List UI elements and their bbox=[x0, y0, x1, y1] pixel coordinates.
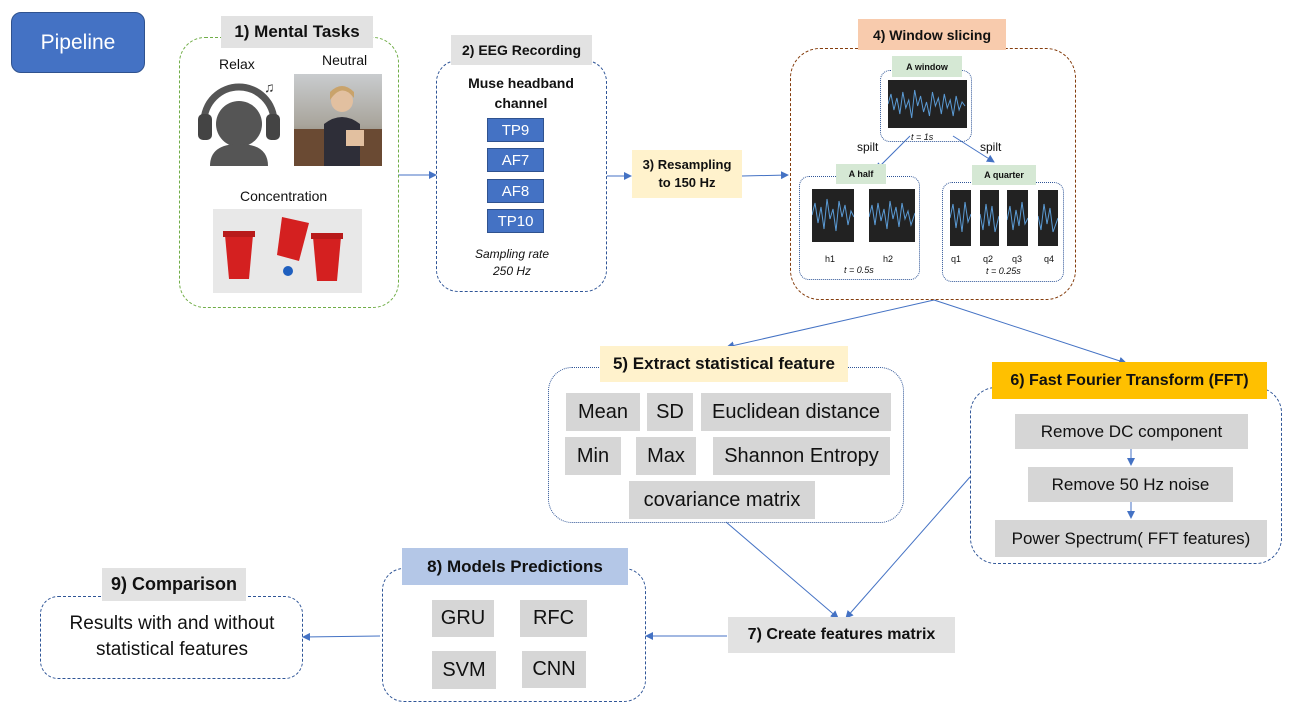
headband-label: Muse headband channel bbox=[468, 75, 574, 111]
model-rfc: RFC bbox=[520, 600, 587, 637]
half-label-h1: h1 bbox=[825, 254, 836, 264]
channel-af8: AF8 bbox=[487, 179, 544, 203]
feature-min: Min bbox=[565, 437, 621, 475]
model-gru: GRU bbox=[432, 600, 494, 637]
comparison-result: Results with and without statistical fea… bbox=[69, 613, 275, 660]
window-label: A window bbox=[892, 56, 962, 77]
half-signal-h1 bbox=[812, 189, 854, 242]
fft-step-remove-dc: Remove DC component bbox=[1015, 414, 1248, 449]
fft-step-power-spectrum: Power Spectrum( FFT features) bbox=[995, 520, 1267, 557]
arrow-window-to-quarter bbox=[952, 135, 995, 163]
feature-covariance-matrix: covariance matrix bbox=[629, 481, 815, 519]
statistical-feature-title: 5) Extract statistical feature bbox=[600, 346, 848, 382]
feature-sd: SD bbox=[647, 393, 693, 431]
pipeline-badge: Pipeline bbox=[11, 12, 145, 73]
pipeline-label: Pipeline bbox=[40, 30, 116, 54]
person-photo-icon bbox=[294, 86, 382, 166]
resampling-title: 3) Resampling to 150 Hz bbox=[642, 157, 732, 190]
fft-title: 6) Fast Fourier Transform (FFT) bbox=[992, 362, 1267, 399]
fft-step-remove-noise: Remove 50 Hz noise bbox=[1028, 467, 1233, 502]
arrow-statistical-to-matrix bbox=[725, 521, 839, 619]
quarter-label-q4: q4 bbox=[1044, 254, 1055, 264]
quarter-time: t = 0.25s bbox=[986, 266, 1021, 276]
channel-af7: AF7 bbox=[487, 148, 544, 172]
arrow-slicing-to-fft bbox=[933, 299, 1127, 365]
cups-and-ball-icon bbox=[223, 217, 343, 281]
models-title: 8) Models Predictions bbox=[402, 548, 628, 585]
relax-label: Relax bbox=[219, 56, 255, 72]
model-svm: SVM bbox=[432, 651, 496, 689]
features-matrix-box: 7) Create features matrix bbox=[728, 617, 955, 653]
quarter-signal-q4 bbox=[1038, 190, 1058, 246]
eeg-recording-title: 2) EEG Recording bbox=[451, 35, 592, 65]
window-signal bbox=[888, 80, 967, 128]
split-label-right: spilt bbox=[980, 140, 1002, 154]
neutral-image bbox=[294, 74, 382, 166]
quarter-label-q2: q2 bbox=[983, 254, 994, 264]
relax-image: ♫ bbox=[196, 74, 282, 166]
quarter-signal-q3 bbox=[1007, 190, 1028, 246]
comparison-title: 9) Comparison bbox=[102, 568, 246, 601]
quarter-signal-q2 bbox=[980, 190, 999, 246]
half-label-h2: h2 bbox=[883, 254, 894, 264]
model-cnn: CNN bbox=[522, 651, 586, 688]
neutral-label: Neutral bbox=[322, 52, 368, 68]
feature-euclidean-distance: Euclidean distance bbox=[701, 393, 891, 431]
channel-tp10: TP10 bbox=[487, 209, 544, 233]
arrow-models-to-comparison bbox=[302, 632, 381, 641]
window-slicing-title: 4) Window slicing bbox=[858, 19, 1006, 50]
feature-mean: Mean bbox=[566, 393, 640, 431]
sampling-rate-label: Sampling rate 250 Hz bbox=[474, 247, 550, 278]
resampling-box: 3) Resampling to 150 Hz bbox=[632, 150, 742, 198]
half-label: A half bbox=[836, 164, 886, 184]
arrow-slicing-to-statistical bbox=[726, 299, 935, 350]
half-time: t = 0.5s bbox=[844, 265, 874, 275]
quarter-label-q3: q3 bbox=[1012, 254, 1023, 264]
channel-tp9: TP9 bbox=[487, 118, 544, 142]
quarter-label-q1: q1 bbox=[951, 254, 962, 264]
arrow-resampling-to-slicing bbox=[741, 171, 789, 180]
concentration-label: Concentration bbox=[240, 188, 328, 204]
split-label-left: spilt bbox=[857, 140, 879, 154]
quarter-label: A quarter bbox=[972, 165, 1036, 185]
concentration-image bbox=[213, 209, 362, 293]
half-signal-h2 bbox=[869, 189, 915, 242]
models-container bbox=[382, 568, 646, 702]
svg-text:♫: ♫ bbox=[264, 79, 275, 95]
window-time: t = 1s bbox=[911, 132, 934, 142]
arrow-fft-to-matrix bbox=[845, 476, 971, 619]
headphones-person-icon: ♫ bbox=[198, 79, 280, 166]
quarter-signal-q1 bbox=[950, 190, 971, 246]
feature-max: Max bbox=[636, 437, 696, 475]
mental-tasks-title: 1) Mental Tasks bbox=[221, 16, 373, 48]
feature-shannon-entropy: Shannon Entropy bbox=[713, 437, 890, 475]
